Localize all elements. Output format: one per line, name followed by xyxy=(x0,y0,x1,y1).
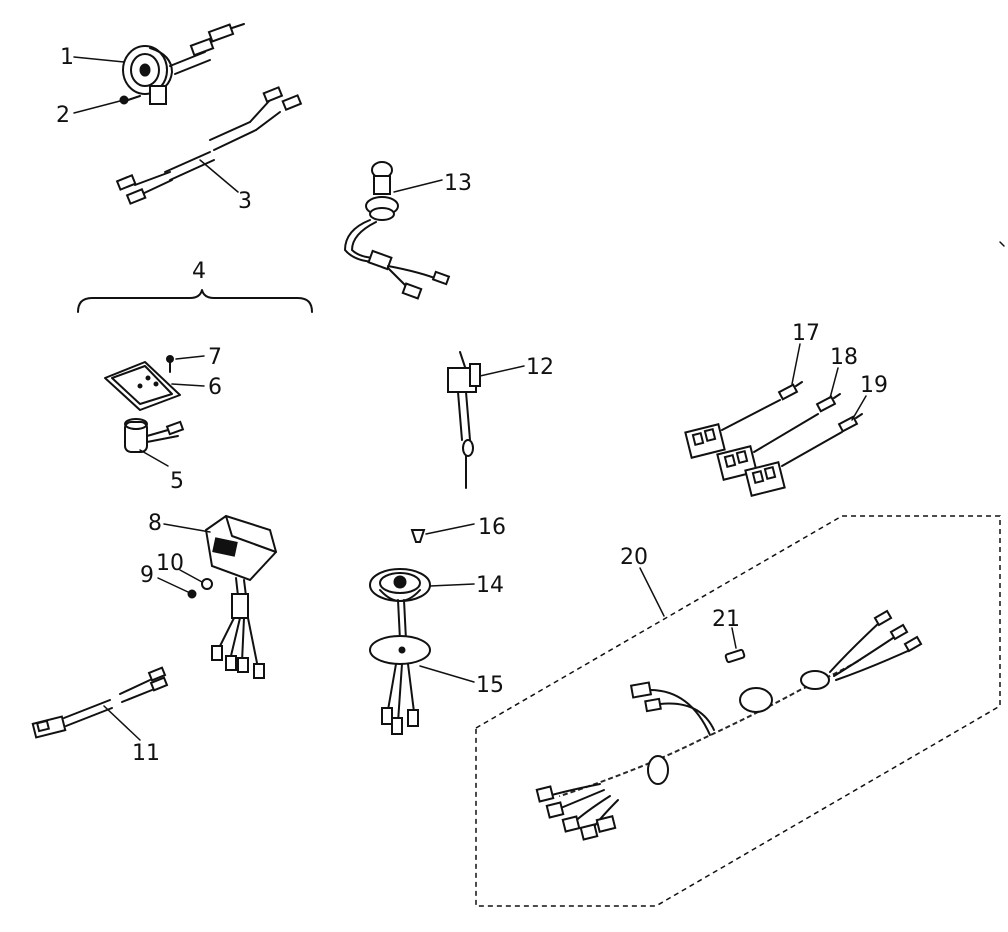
part-12-toggle-switch[interactable] xyxy=(447,351,481,489)
part-15-base-plate[interactable] xyxy=(369,635,431,735)
label-5: 5 xyxy=(170,469,184,494)
part-16-leader: 16 xyxy=(425,515,506,540)
part-9-leader: 9 xyxy=(140,563,189,593)
label-9: 9 xyxy=(140,563,154,588)
part-3-leader: 3 xyxy=(199,159,252,214)
part-5-socket[interactable] xyxy=(124,418,185,453)
label-15: 15 xyxy=(476,673,504,698)
part-11-leader: 11 xyxy=(103,705,160,766)
part-3-cable[interactable] xyxy=(115,86,303,205)
label-6: 6 xyxy=(208,375,222,400)
part-21-fuse[interactable] xyxy=(724,648,746,664)
part-1-leader: 1 xyxy=(60,45,125,70)
label-12: 12 xyxy=(526,355,554,380)
label-13: 13 xyxy=(444,171,472,196)
label-17: 17 xyxy=(792,321,820,346)
label-19: 19 xyxy=(860,373,888,398)
edge-mark xyxy=(999,241,1005,247)
part-9-screw[interactable] xyxy=(187,589,197,599)
label-7: 7 xyxy=(208,345,222,370)
part-16-bulb[interactable] xyxy=(410,529,426,543)
part-10-leader: 10 xyxy=(156,551,203,583)
part-13-leader: 13 xyxy=(393,171,472,196)
part-8-leader: 8 xyxy=(148,511,211,536)
part-18-connector[interactable] xyxy=(716,393,841,481)
part-19-leader: 19 xyxy=(851,373,888,421)
label-1: 1 xyxy=(60,45,74,70)
part-14-socket-dome[interactable] xyxy=(369,568,431,641)
part-15-leader: 15 xyxy=(419,665,504,698)
part-1-horn[interactable] xyxy=(122,23,245,105)
part-17-leader: 17 xyxy=(791,321,820,385)
part-6-plate[interactable] xyxy=(104,361,181,411)
part-14-leader: 14 xyxy=(429,573,504,598)
part-11-lead-wire[interactable] xyxy=(31,666,169,739)
part-4-bracket: 4 xyxy=(77,259,313,313)
part-13-key-switch[interactable] xyxy=(344,161,451,300)
label-3: 3 xyxy=(238,189,252,214)
part-17-connector[interactable] xyxy=(684,381,803,459)
part-18-leader: 18 xyxy=(829,345,858,399)
part-8-meter-housing[interactable] xyxy=(204,514,278,679)
part-20-leader: 20 xyxy=(620,545,665,617)
label-20: 20 xyxy=(620,545,648,570)
part-12-leader: 12 xyxy=(479,355,554,380)
label-4: 4 xyxy=(192,259,206,284)
label-10: 10 xyxy=(156,551,184,576)
part-6-leader: 6 xyxy=(171,375,222,400)
label-2: 2 xyxy=(56,103,70,128)
label-11: 11 xyxy=(132,741,160,766)
part-21-leader: 21 xyxy=(712,607,740,649)
part-5-leader: 5 xyxy=(139,449,184,494)
label-16: 16 xyxy=(478,515,506,540)
part-20-harness[interactable] xyxy=(535,609,923,841)
part-2-leader: 2 xyxy=(56,100,121,128)
part-7-leader: 7 xyxy=(175,345,222,370)
part-7-screw[interactable] xyxy=(166,355,174,373)
part-19-connector[interactable] xyxy=(744,413,863,497)
part-20-harness-group xyxy=(475,515,1001,907)
label-21: 21 xyxy=(712,607,740,632)
label-14: 14 xyxy=(476,573,504,598)
label-8: 8 xyxy=(148,511,162,536)
part-2-screw[interactable] xyxy=(119,95,141,105)
part-10-washer[interactable] xyxy=(201,578,213,590)
label-18: 18 xyxy=(830,345,858,370)
